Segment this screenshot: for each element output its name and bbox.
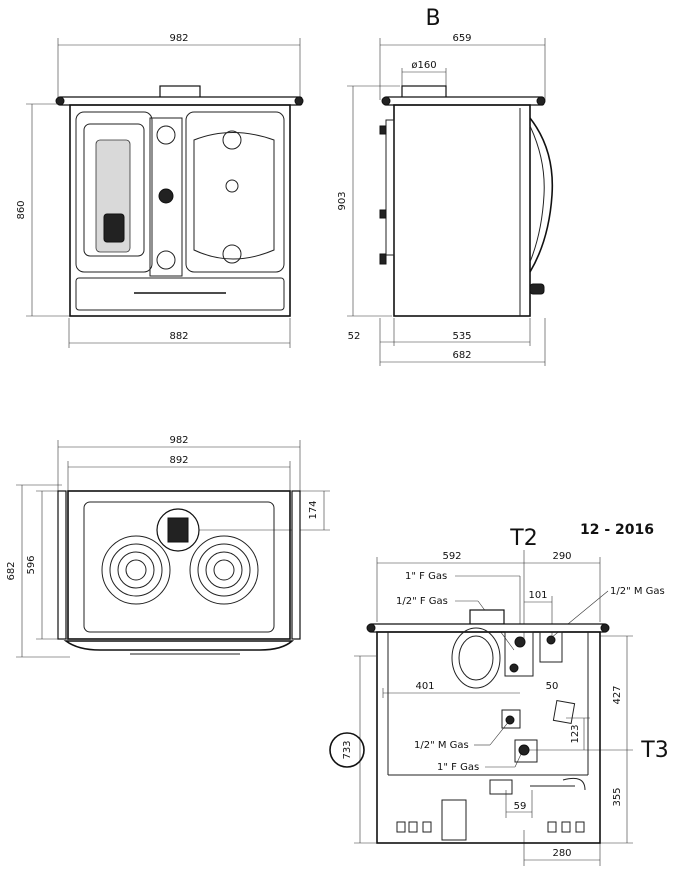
front-height-left: 860: [16, 200, 27, 219]
dim-59: 59: [514, 801, 527, 812]
top-depth-outer: 682: [6, 561, 17, 580]
front-width-top: 982: [169, 33, 188, 44]
dim-50: 50: [546, 681, 559, 692]
top-view: 982 892 682 596 174: [6, 435, 330, 658]
side-width-top: 659: [452, 33, 471, 44]
label-t3: T3: [640, 738, 668, 763]
front-width-bottom: 882: [169, 331, 188, 342]
side-offset-left: 52: [348, 331, 361, 342]
dim-427: 427: [612, 685, 623, 704]
dim-101: 101: [528, 590, 547, 601]
top-width-outer: 982: [169, 435, 188, 446]
conn-1in-f-gas-top: 1" F Gas: [405, 571, 447, 582]
front-view: 982 860 882: [16, 33, 304, 348]
top-depth-inner: 596: [26, 555, 37, 574]
conn-1in-f-gas-bottom: 1" F Gas: [437, 762, 479, 773]
side-depth-mid: 535: [452, 331, 471, 342]
section-label-b: B: [425, 6, 440, 31]
top-flue-offset: 174: [308, 500, 319, 519]
conn-half-m-gas-right: 1/2" M Gas: [610, 586, 665, 597]
date-label: 12 - 2016: [580, 522, 654, 538]
dim-355: 355: [612, 787, 623, 806]
dim-280: 280: [552, 848, 571, 859]
flue-diameter: ø160: [411, 60, 436, 71]
dim-733: 733: [342, 740, 353, 759]
conn-half-f-gas: 1/2" F Gas: [396, 596, 448, 607]
conn-half-m-gas-left: 1/2" M Gas: [414, 740, 469, 751]
rear-view: T2 12 - 2016 T3 592 290 101 401 50 733 4…: [329, 522, 669, 866]
top-width-inner: 892: [169, 455, 188, 466]
side-depth-total: 682: [452, 350, 471, 361]
dim-290: 290: [552, 551, 571, 562]
label-t2: T2: [509, 526, 537, 551]
dim-401: 401: [415, 681, 434, 692]
dim-592: 592: [442, 551, 461, 562]
dim-123: 123: [570, 724, 581, 743]
side-height-left: 903: [337, 191, 348, 210]
side-view: B 659 ø160 903 52 535 682: [337, 6, 554, 366]
